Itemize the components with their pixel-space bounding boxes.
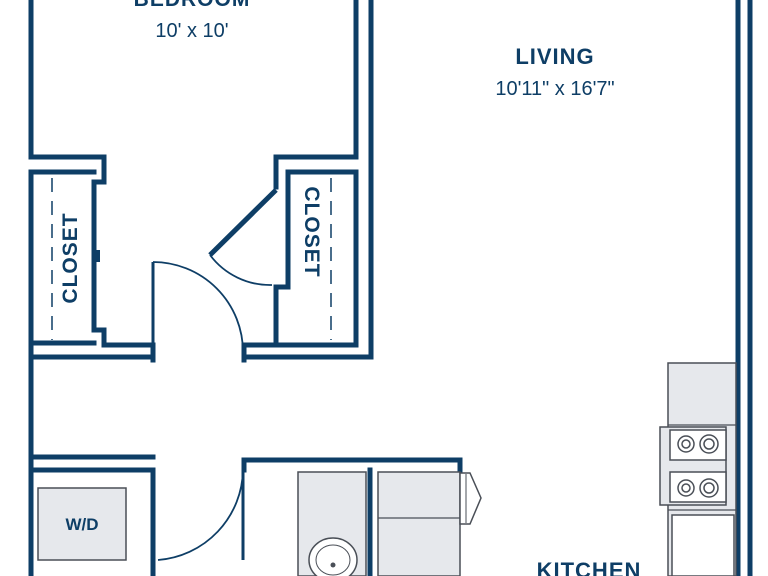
bedroom-door-swing [152,261,244,353]
stove-icon [659,426,727,506]
right-closet-door-swing [209,254,273,286]
left-closet-wall [28,169,97,346]
refrigerator [671,514,735,576]
tub-counter [377,471,461,576]
bedroom-dimensions: 10' x 10' [155,20,228,42]
bedroom-lower-wall [28,354,156,460]
doors [94,188,278,561]
bath-wall [241,457,463,473]
right-closet-door-leaf [208,188,278,257]
sink-icon [308,537,358,576]
living-dimensions: 10'11" x 16'7" [495,78,614,100]
closet-rods [51,178,332,340]
hall-door-swing [157,469,244,561]
right-closet-wall [241,169,359,363]
right-closet-front [273,169,291,348]
bedroom-lower-right [241,0,374,360]
walls [28,0,753,576]
laundry-wall [28,467,156,576]
bedroom-left-wall [28,0,107,185]
left-closet-label: CLOSET [59,212,82,303]
toilet-tank [459,472,482,525]
fixtures: W/D [37,362,737,576]
bedroom-right-wall [273,0,359,190]
kitchen-name: KITCHEN [537,558,642,576]
living-name: LIVING [515,44,594,69]
washer-dryer-box [37,487,127,561]
bedroom-name: BEDROOM [134,0,251,11]
room-labels: BEDROOM 10' x 10' LIVING 10'11" x 16'7" … [59,0,642,576]
washer-dryer-label: W/D [65,515,98,534]
left-closet-front [91,179,156,363]
right-closet-label: CLOSET [300,186,323,277]
